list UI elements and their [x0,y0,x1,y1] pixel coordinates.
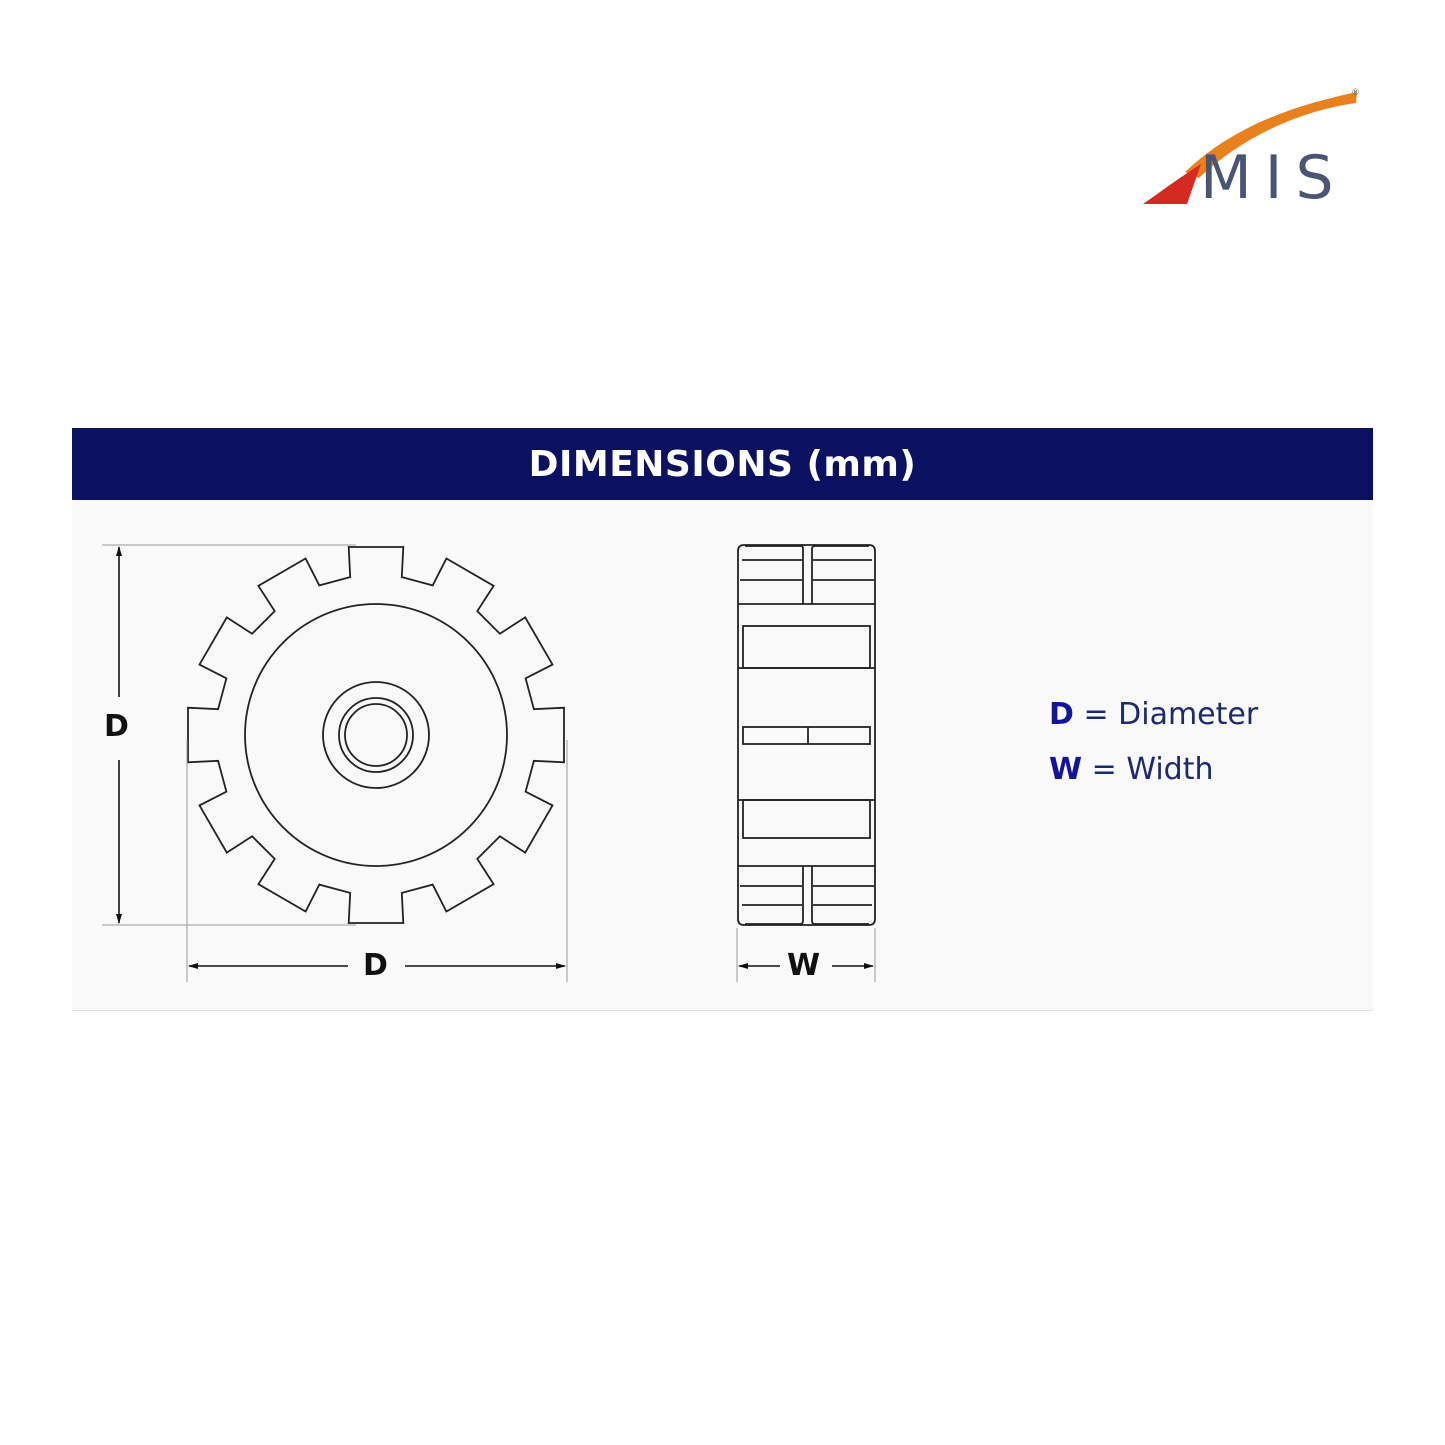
side-middle-band [742,726,871,745]
legend-sep: = [1083,697,1109,732]
logo-swoosh-red [1143,164,1201,204]
legend-meaning: Diameter [1118,697,1259,732]
legend-item-diameter: D = Diameter [1049,687,1258,742]
front-view [187,546,565,924]
horizontal-d-label: D [363,948,388,983]
width-w-label: W [787,948,821,983]
legend-item-width: W = Width [1049,742,1258,797]
registered-mark: ® [1351,88,1360,98]
vertical-d-label: D [104,709,129,744]
hub-ring-circle [338,697,414,773]
side-tooth-top-right [811,545,869,604]
logo-wordmark: MIS [1200,143,1347,213]
sprocket-outline [187,546,565,924]
side-view [737,544,876,926]
legend-key: W [1049,752,1083,787]
dimension-legend: D = Diameter W = Width [1049,687,1258,797]
bore-circle [344,703,408,767]
legend-key: D [1049,697,1074,732]
dimensions-banner: DIMENSIONS (mm) [72,428,1373,500]
side-outline [737,544,876,926]
sprocket-body-circle [244,603,508,867]
front-dimensions [102,544,568,982]
legend-meaning: Width [1126,752,1214,787]
side-block-lower [742,799,871,839]
side-tooth-top-left [745,545,804,604]
logo-swoosh-orange [1185,92,1357,178]
front-dim-arrows [116,546,566,969]
side-tooth-bottom-left [745,866,804,925]
side-block-upper [742,625,871,669]
banner-title: DIMENSIONS (mm) [528,443,917,485]
side-dimensions [736,928,876,982]
mis-logo-swoosh [1143,92,1357,204]
legend-sep: = [1091,752,1117,787]
dimensions-panel [72,500,1373,1011]
hub-outer-circle [322,681,430,789]
side-tooth-bottom-right [811,866,869,925]
